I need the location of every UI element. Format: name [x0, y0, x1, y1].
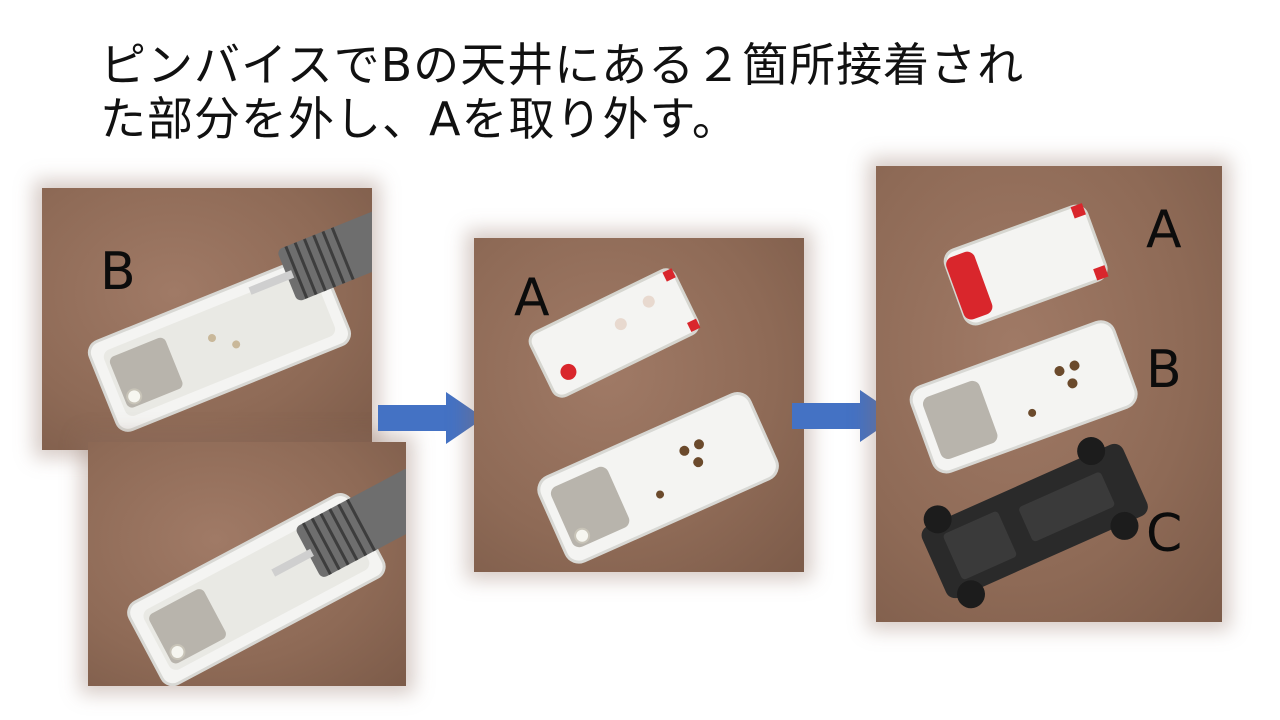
part-label-b: B — [1146, 340, 1182, 400]
car-body-drilling-illustration — [127, 468, 406, 686]
part-label-c: C — [1146, 504, 1183, 564]
right-arrow-icon — [792, 390, 898, 442]
photo-drilling-bottom — [88, 442, 406, 686]
part-label-a: A — [514, 268, 550, 328]
part-label-a: A — [1146, 200, 1182, 260]
photo-parts-laid-out: A B C — [876, 166, 1222, 622]
photo-drilling-top: B — [42, 188, 372, 450]
right-arrow-icon — [378, 392, 484, 444]
car-body-drilling-illustration — [87, 207, 372, 432]
caption-line-1: ピンバイスでBの天井にある２箇所接着され — [100, 38, 1025, 92]
three-parts-illustration — [909, 203, 1148, 609]
photo-parts-separated: A — [474, 238, 804, 572]
instruction-caption: ピンバイスでBの天井にある２箇所接着され た部分を外し、Aを取り外す。 — [100, 38, 1220, 146]
caption-line-2: た部分を外し、Aを取り外す。 — [100, 92, 739, 146]
separated-parts-illustration — [528, 268, 779, 564]
part-label-b: B — [100, 242, 136, 302]
